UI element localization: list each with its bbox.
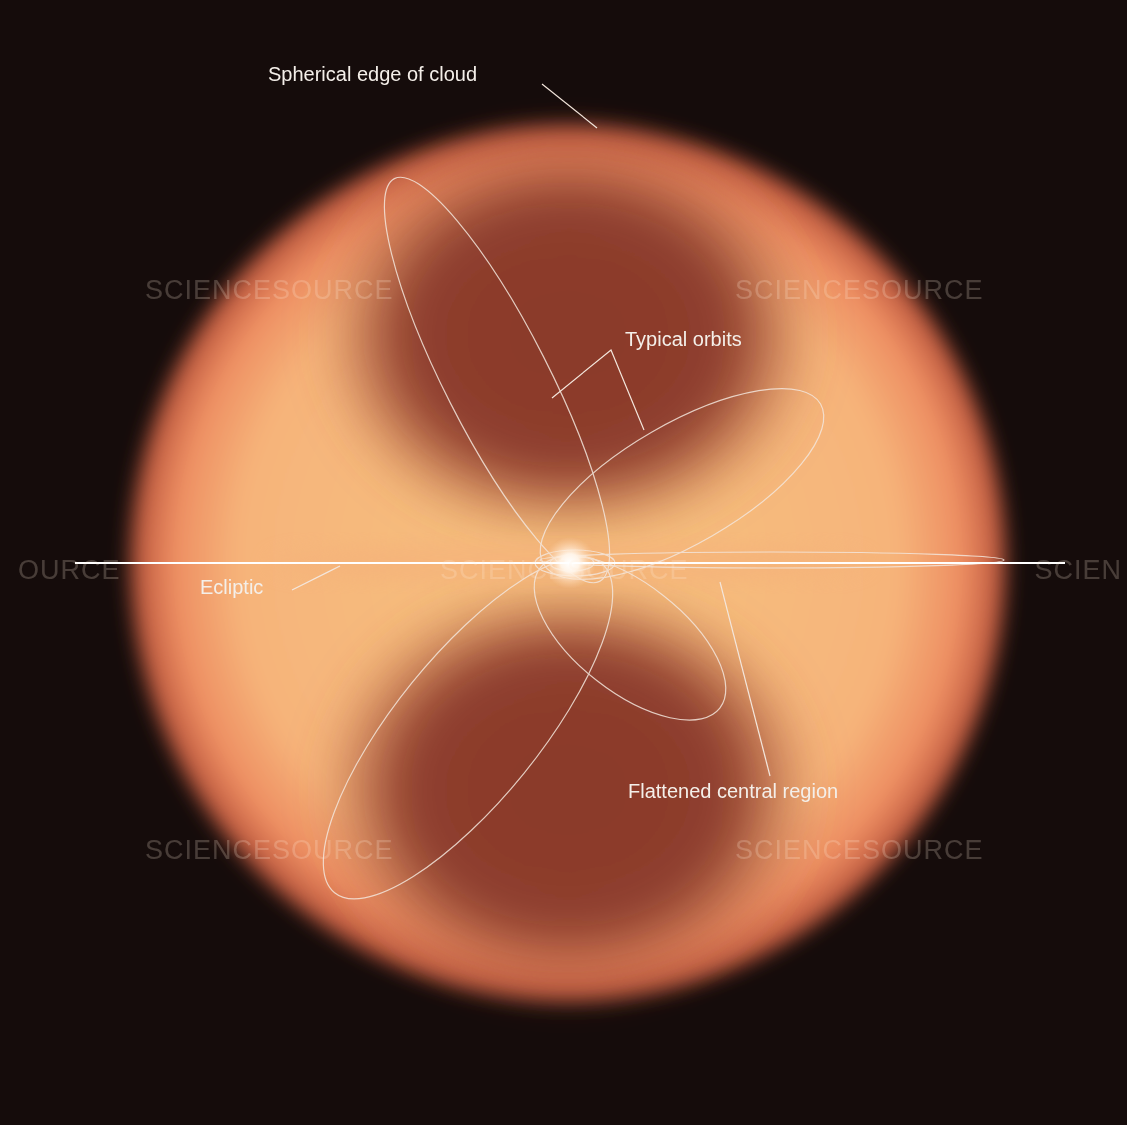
watermark: SCIENCESOURCE <box>735 277 984 304</box>
callout-label: Ecliptic <box>200 577 263 597</box>
watermark: SCIEN <box>1034 557 1122 584</box>
watermark: SCIENCESOURCE <box>440 557 689 584</box>
callout-label: Spherical edge of cloud <box>268 64 477 84</box>
watermark: OURCE <box>18 557 121 584</box>
callout-label: Flattened central region <box>628 781 838 801</box>
callout-label: Typical orbits <box>625 329 742 349</box>
watermark: SCIENCESOURCE <box>145 277 394 304</box>
watermark: SCIENCESOURCE <box>145 837 394 864</box>
watermark: SCIENCESOURCE <box>735 837 984 864</box>
